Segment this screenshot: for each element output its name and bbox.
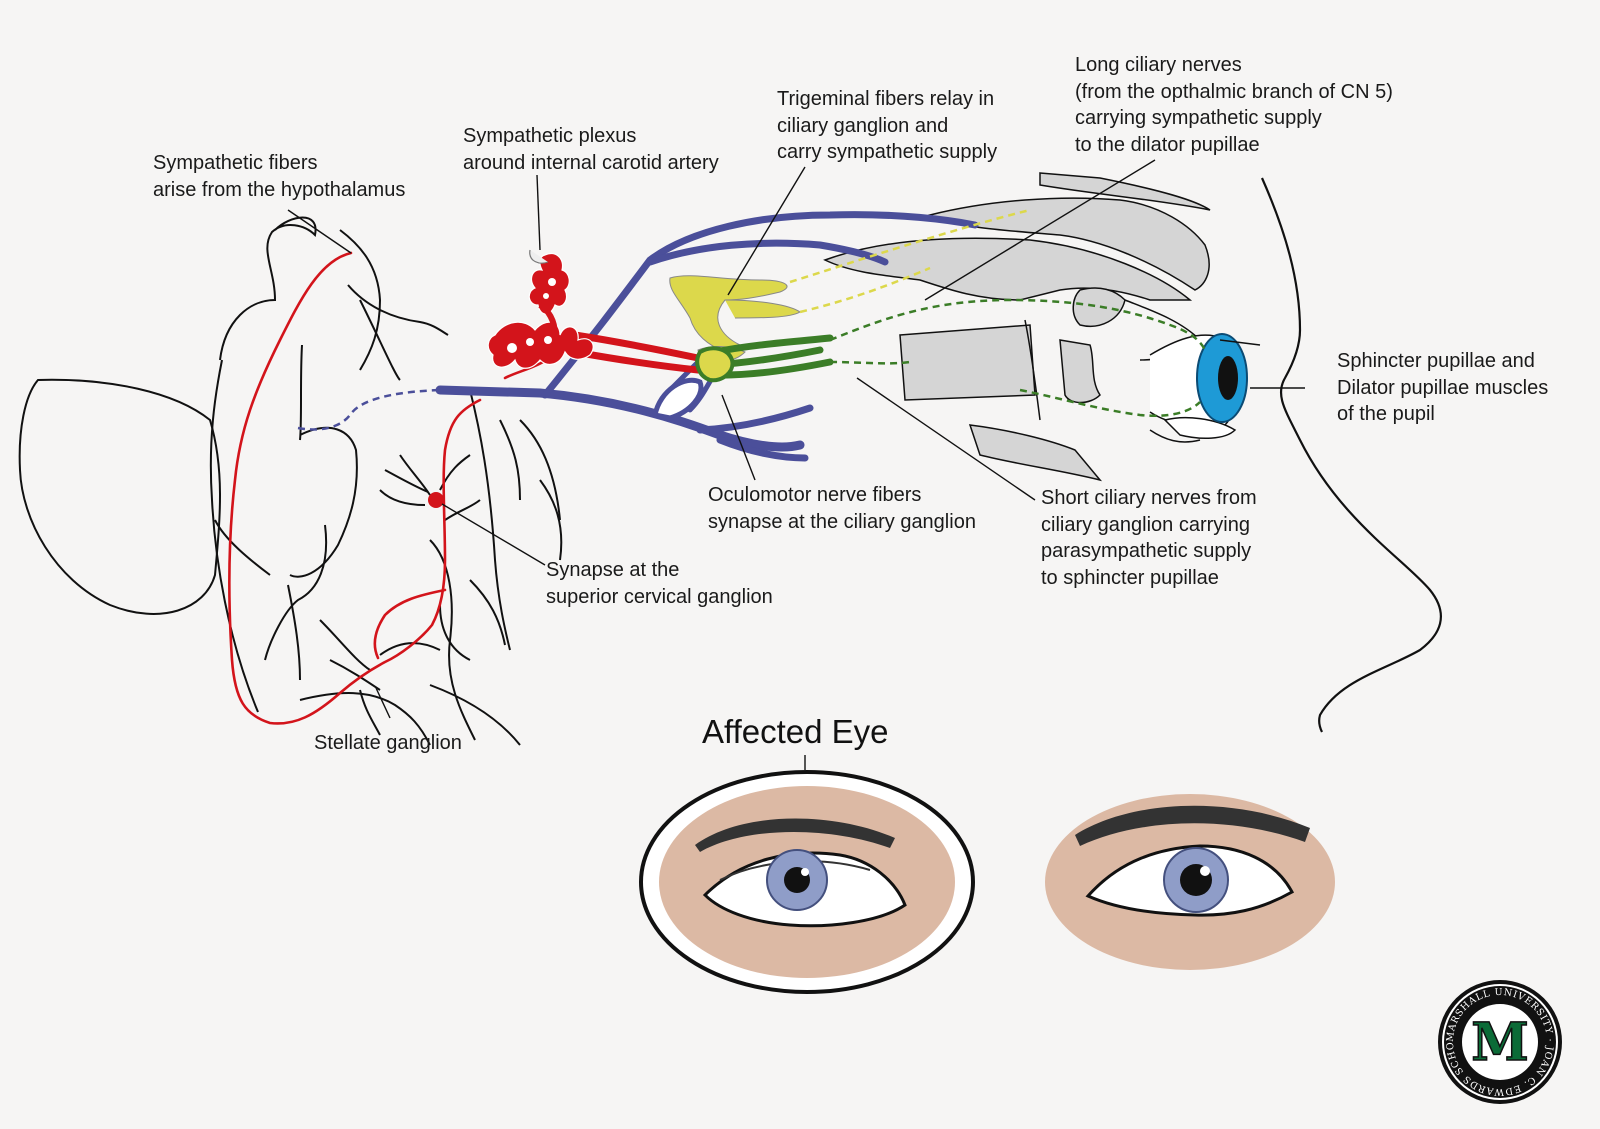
- label-superior-cervical-ganglion: Synapse at the superior cervical ganglio…: [546, 559, 773, 608]
- label-short-ciliary: Short ciliary nerves from ciliary gangli…: [1041, 487, 1257, 589]
- label-long-ciliary: Long ciliary nerves (from the opthalmic …: [1075, 54, 1393, 156]
- orbit-bones: [823, 172, 1211, 482]
- carotid-plexus: [487, 249, 594, 369]
- long-ciliary-dashed-nerve: [789, 208, 1031, 314]
- label-affected-eye: Affected Eye: [702, 713, 889, 750]
- ciliary-loop: [652, 377, 704, 421]
- sympathetic-pathway: [227, 251, 702, 725]
- normal-eye-illustration: [1045, 794, 1335, 970]
- affected-eye-illustration: [639, 770, 975, 994]
- brain-outline: [18, 216, 563, 746]
- marshall-logo: MARSHALL UNIVERSITY · JOAN C. EDWARDS SC…: [1438, 980, 1562, 1104]
- label-stellate-ganglion: Stellate ganglion: [314, 732, 462, 754]
- label-hypothalamus: Sympathetic fibers arise from the hypoth…: [153, 152, 406, 201]
- face-profile: [1260, 177, 1442, 733]
- label-pupil-muscles: Sphincter pupillae and Dilator pupillae …: [1337, 350, 1549, 425]
- label-oculomotor: Oculomotor nerve fibers synapse at the c…: [708, 484, 976, 533]
- pupil: [1218, 356, 1238, 400]
- hypothalamic-dashed-nerve: [297, 388, 441, 431]
- label-trigeminal: Trigeminal fibers relay in ciliary gangl…: [777, 88, 998, 163]
- leader-lines: [287, 159, 1305, 770]
- ciliary-ganglion-knot: [695, 346, 735, 383]
- eyeball: [1149, 333, 1261, 440]
- superior-cervical-ganglion-dot: [428, 492, 444, 508]
- oculomotor-nerve: [435, 211, 979, 462]
- label-carotid-plexus: Sympathetic plexus around internal carot…: [463, 125, 719, 174]
- logo-letter: M: [1471, 1012, 1529, 1073]
- short-ciliary-dashed-nerve: [829, 298, 1207, 417]
